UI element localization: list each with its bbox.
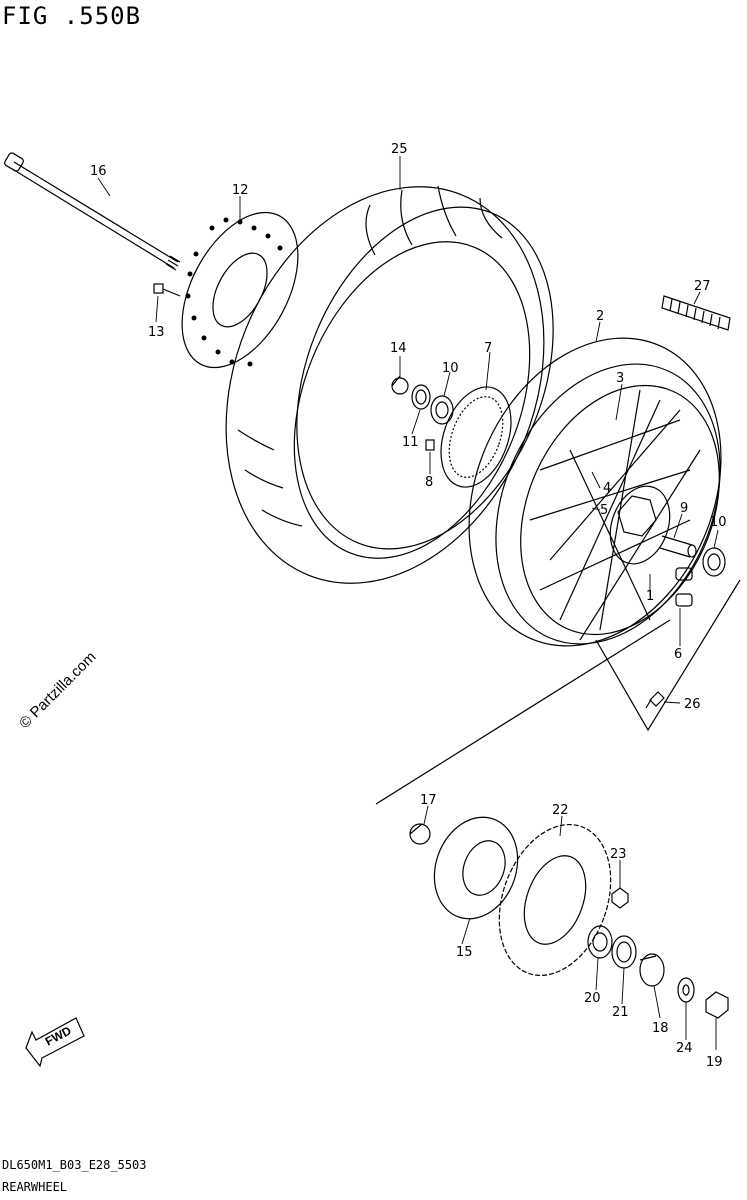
fwd-label: FWD (43, 1023, 74, 1048)
balance-weight[interactable] (661, 295, 731, 331)
callout-10a: 10 (442, 361, 459, 376)
leader-lines (97, 156, 719, 1050)
callout-8: 8 (425, 475, 433, 490)
sprocket[interactable] (479, 809, 630, 991)
callout-23: 23 (610, 847, 627, 862)
callout-1: 1 (646, 589, 654, 604)
bearing-left[interactable] (430, 395, 454, 425)
axle-nut[interactable] (705, 991, 729, 1019)
callout-5: 5 (600, 503, 608, 518)
callout-17: 17 (420, 793, 437, 808)
callout-20: 20 (584, 991, 601, 1006)
callout-4: 4 (603, 481, 611, 496)
sprocket-oil-seal[interactable] (611, 935, 637, 969)
callout-labels: 16 12 13 14 11 10 7 8 25 2 3 4 5 9 10 1 … (90, 142, 727, 1070)
sensor-bolt[interactable] (425, 439, 435, 451)
spacer[interactable] (391, 375, 409, 395)
hub-shaft[interactable] (659, 535, 697, 558)
oil-seal[interactable] (411, 384, 431, 410)
sprocket-bearing[interactable] (587, 925, 613, 959)
washer[interactable] (677, 977, 695, 1003)
callout-24: 24 (676, 1041, 693, 1056)
callout-18: 18 (652, 1021, 669, 1036)
tire[interactable] (169, 139, 601, 632)
damper[interactable] (675, 567, 693, 607)
spokes[interactable] (529, 389, 701, 641)
sprocket-carrier[interactable] (421, 805, 532, 930)
projection-lines (375, 579, 741, 805)
sprocket-spacer[interactable] (409, 823, 431, 845)
sensor-ring[interactable] (428, 377, 524, 497)
rear-axle[interactable] (4, 152, 181, 271)
valve[interactable] (645, 691, 665, 709)
callout-16: 16 (90, 164, 107, 179)
callout-11: 11 (402, 435, 419, 450)
hub[interactable] (600, 478, 680, 572)
callout-27: 27 (694, 279, 711, 294)
callout-14: 14 (390, 341, 407, 356)
figure-title: FIG .550B (2, 2, 142, 30)
callout-26: 26 (684, 697, 701, 712)
sprocket-nut[interactable] (611, 887, 629, 909)
callout-10b: 10 (710, 515, 727, 530)
callout-9: 9 (680, 501, 688, 516)
callout-22: 22 (552, 803, 569, 818)
callout-19: 19 (706, 1055, 723, 1070)
callout-6: 6 (674, 647, 682, 662)
figure-name: REARWHEEL (2, 1180, 68, 1194)
callout-15: 15 (456, 945, 473, 960)
callout-3: 3 (616, 371, 624, 386)
wheel-rim[interactable] (422, 298, 747, 686)
bearing-right[interactable] (702, 547, 726, 577)
callout-13: 13 (148, 325, 165, 340)
callout-21: 21 (612, 1005, 629, 1020)
figure-code: DL650M1_B03_E28_5503 (2, 1158, 147, 1172)
callout-12: 12 (232, 183, 249, 198)
callout-7: 7 (484, 341, 492, 356)
disc-bolt[interactable] (153, 283, 181, 297)
callout-25: 25 (391, 142, 408, 157)
outer-spacer[interactable] (639, 953, 665, 987)
callout-2: 2 (596, 309, 604, 324)
fwd-arrow: FWD (25, 1017, 85, 1068)
